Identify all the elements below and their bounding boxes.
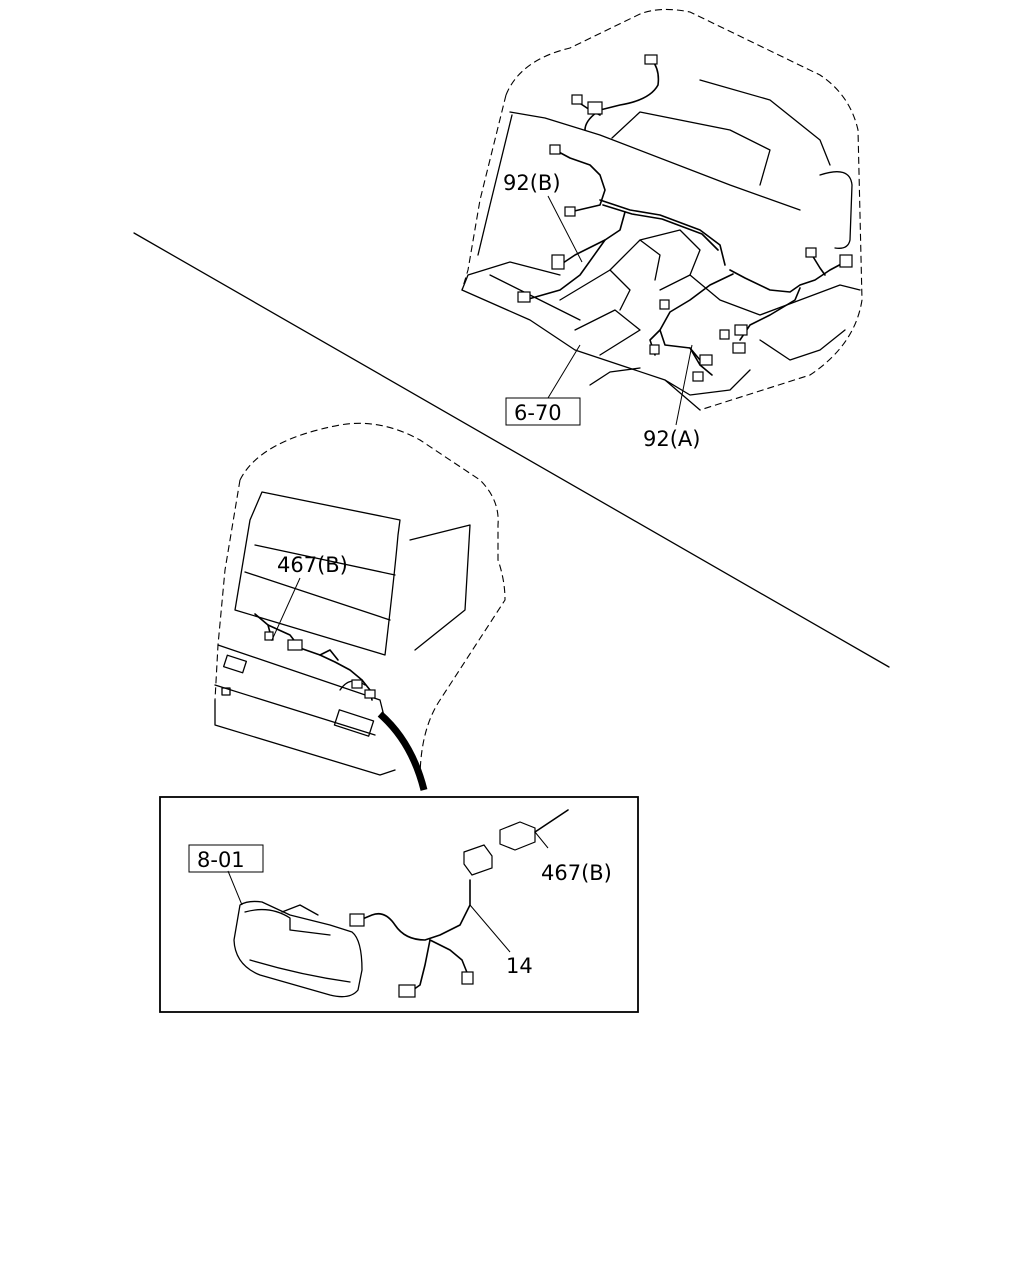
ref-box-6-70: [505, 397, 581, 426]
leader-467b-cab: [271, 577, 301, 641]
leader-467b-inset: [534, 831, 549, 849]
ref-label-8-01[interactable]: 8-01: [197, 848, 245, 872]
part-label-467b-cab[interactable]: 467(B): [277, 553, 348, 577]
leader-14: [469, 904, 511, 953]
cab-exterior-illustration: [214, 422, 506, 781]
detail-inset-box: [159, 796, 639, 1013]
part-label-14[interactable]: 14: [506, 954, 533, 978]
separator-line: [133, 232, 890, 668]
part-label-92b[interactable]: 92(B): [503, 171, 561, 195]
lamp-harness-illustration: [233, 809, 569, 998]
ref-label-6-70[interactable]: 6-70: [514, 401, 562, 425]
leader-92b: [547, 195, 583, 263]
ref-box-8-01: [188, 844, 264, 873]
leader-6-70: [547, 344, 581, 399]
cab-interior-illustration: [461, 8, 863, 411]
leader-8-01: [227, 870, 243, 906]
part-label-467b-inset[interactable]: 467(B): [541, 861, 612, 885]
zoom-arrow: [377, 711, 428, 791]
leader-92a: [675, 344, 693, 426]
part-label-92a[interactable]: 92(A): [643, 427, 700, 451]
